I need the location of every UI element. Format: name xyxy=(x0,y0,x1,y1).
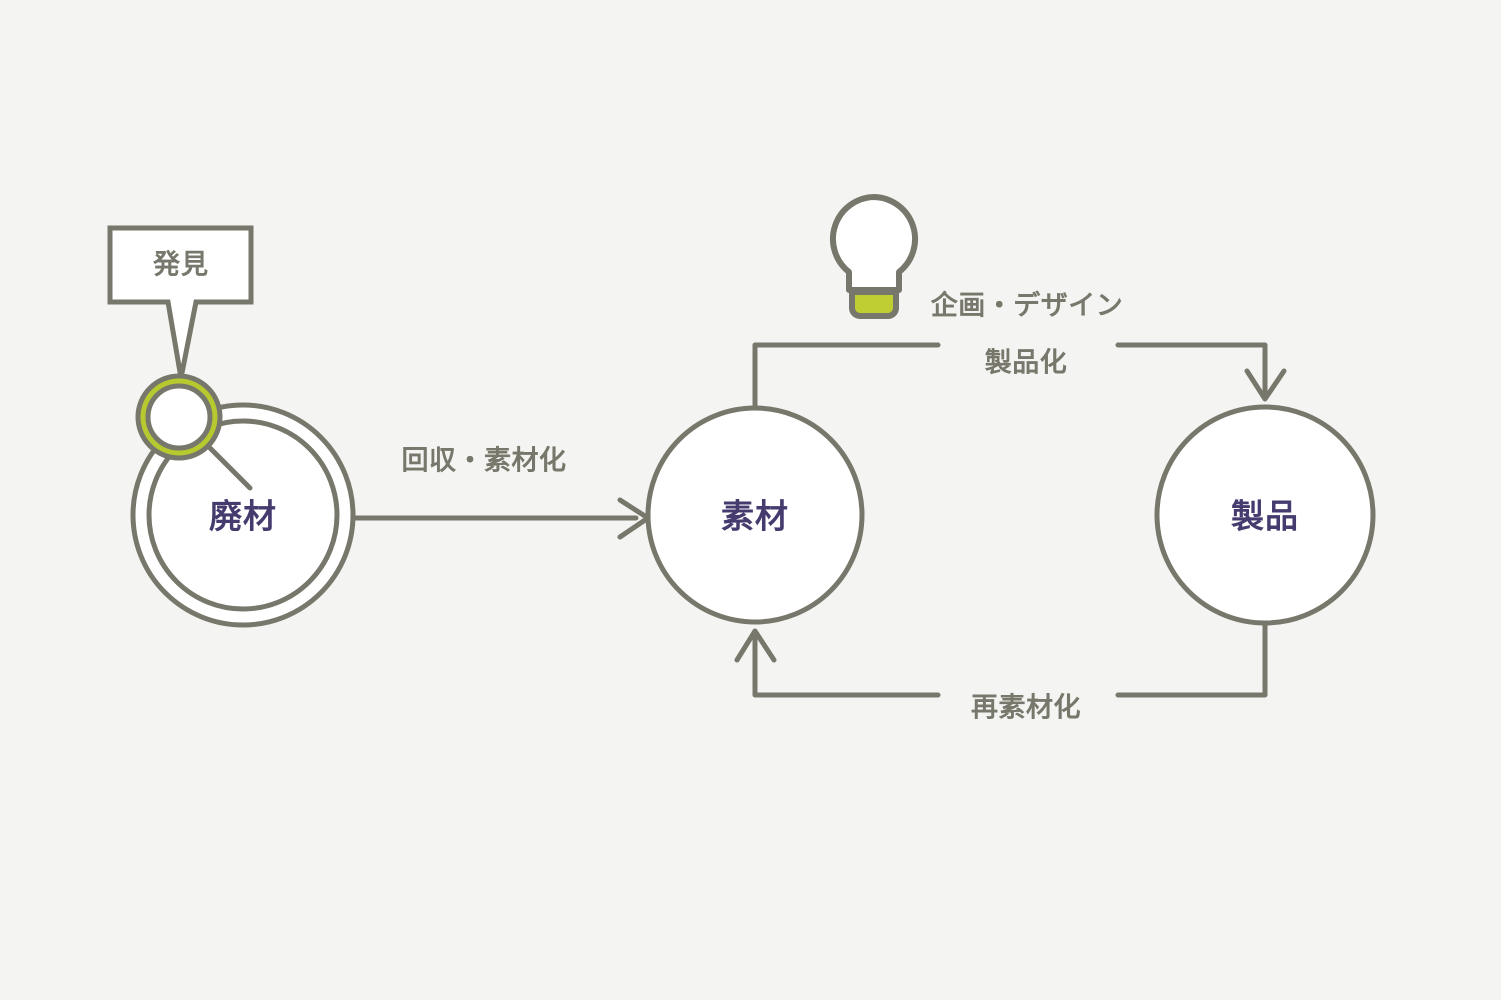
node-material-label: 素材 xyxy=(721,497,789,536)
edge-rematerialize-path-left xyxy=(752,629,941,698)
edge-productize-path-right xyxy=(1115,342,1268,401)
magnifying-glass-icon xyxy=(135,373,253,491)
lightbulb-icon xyxy=(830,194,918,319)
node-product-circle xyxy=(1154,404,1376,626)
node-waste-outer-circle xyxy=(130,402,356,628)
edge-rematerialize-path-right xyxy=(1115,620,1268,698)
edge-productize-path-left xyxy=(752,342,941,408)
magnifier-handle xyxy=(200,438,253,491)
design-note-label: 企画・デザイン xyxy=(931,290,1124,322)
edge-recover-label: 回収・素材化 xyxy=(402,446,567,477)
discovery-callout-bubble xyxy=(107,225,254,379)
edge-rematerialize-label: 再素材化 xyxy=(971,693,1081,724)
node-product[interactable]: 製品 xyxy=(1154,404,1376,626)
node-waste-label: 廃材 xyxy=(209,497,277,536)
discovery-callout[interactable]: 発見 xyxy=(107,225,254,379)
edge-rematerialize-arrowhead xyxy=(734,628,777,663)
lightbulb-base xyxy=(849,289,899,319)
node-waste[interactable]: 廃材 xyxy=(130,402,356,628)
discovery-callout-label: 発見 xyxy=(152,250,209,281)
edge-productize: 製品化 xyxy=(752,342,1287,408)
magnifier-lens-fill xyxy=(139,377,219,457)
edge-productize-arrowhead xyxy=(1244,368,1287,402)
node-waste-inner-circle xyxy=(146,418,340,612)
node-material-circle xyxy=(645,405,865,625)
node-product-label: 製品 xyxy=(1231,497,1299,536)
magnifier-ring-inner xyxy=(145,383,213,451)
magnifier-ring-accent xyxy=(138,376,220,458)
node-material[interactable]: 素材 xyxy=(645,405,865,625)
edge-rematerialize: 再素材化 xyxy=(734,620,1268,724)
edge-productize-label: 製品化 xyxy=(985,348,1068,379)
